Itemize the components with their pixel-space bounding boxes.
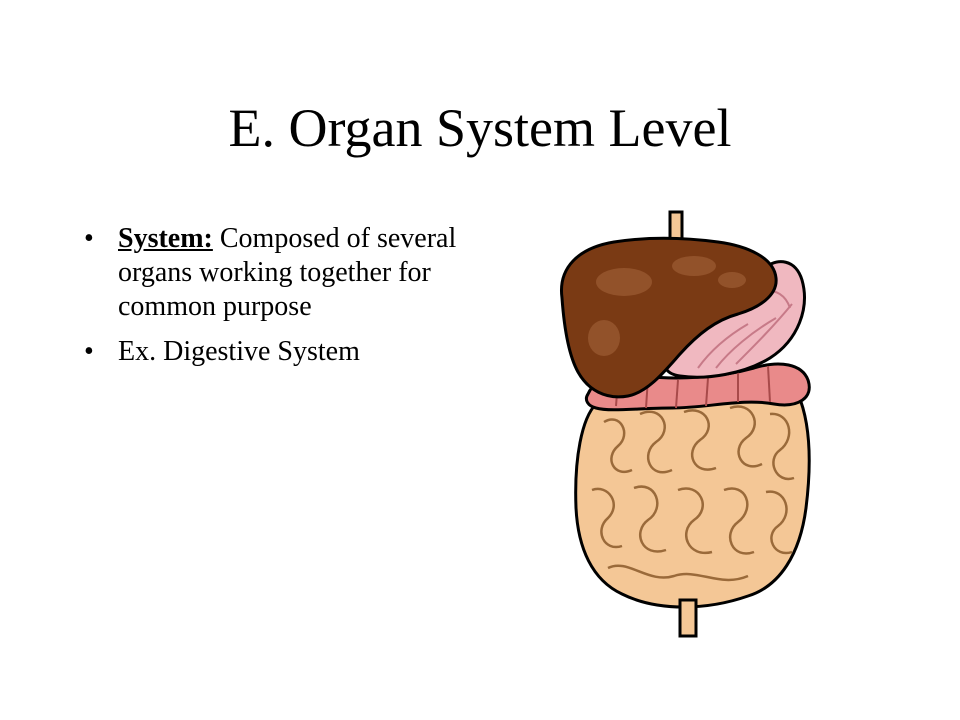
digestive-system-icon [560,210,811,638]
bullet-list: • System: Composed of several organs wor… [84,222,464,380]
slide-title: E. Organ System Level [228,98,732,158]
bullet-text: Ex. Digestive System [118,336,360,367]
rectum-shape [678,598,698,638]
intestine-coils [591,405,795,582]
bullet-dot: • [84,336,94,367]
bullet-dot: • [84,223,94,254]
bullet-item: • System: Composed of several organs wor… [84,222,464,324]
bullet-item: • Ex. Digestive System [84,335,464,369]
bullet-text: Composed of several organs working toget… [118,223,457,322]
bullet-term: System: [118,223,213,254]
liver-highlights [588,256,746,356]
